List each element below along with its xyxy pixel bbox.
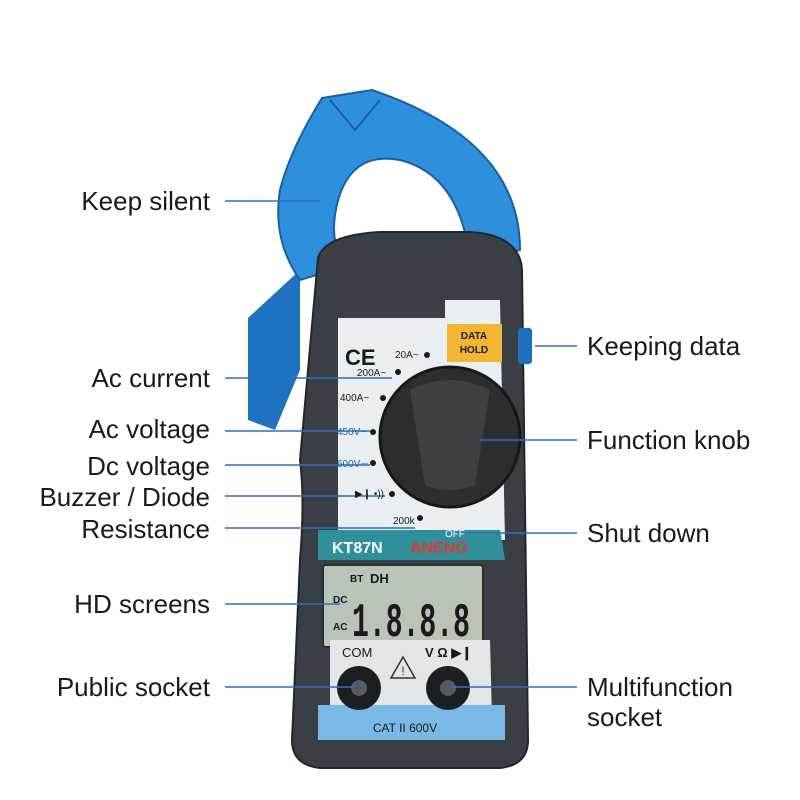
callout-multifunction-socket-1: Multifunction <box>587 672 733 702</box>
com-label: COM <box>342 645 372 660</box>
callout-public-socket: Public socket <box>56 672 210 702</box>
range-400a: 400A~ <box>340 393 369 404</box>
warning-icon <box>389 655 417 679</box>
brand-name: ANENG <box>410 540 468 557</box>
svg-text:!: ! <box>401 664 404 678</box>
lcd-ac: AC <box>333 622 347 633</box>
ce-mark: CE <box>345 345 376 370</box>
data-hold-label-2: HOLD <box>460 345 488 356</box>
range-450v: 450V~ <box>337 427 366 438</box>
range-200k: 200k <box>393 516 416 527</box>
range-dots <box>370 352 430 521</box>
range-200a: 200A~ <box>357 368 386 379</box>
lcd-digits: 1.8.8.8 <box>352 597 470 651</box>
lcd-dh: DH <box>370 571 389 586</box>
range-20a: 20A~ <box>395 350 419 361</box>
off-label: OFF <box>445 529 465 540</box>
callout-multifunction-socket-2: socket <box>587 702 663 732</box>
v-ohm-label: V Ω ▶❙ <box>425 645 472 661</box>
lower-blue-band <box>318 705 505 740</box>
model-name: KT87N <box>332 540 383 557</box>
data-hold-label-1: DATA <box>461 331 487 342</box>
range-diode: ▶❙ •)) <box>355 489 384 500</box>
callout-keep-silent: Keep silent <box>81 186 210 216</box>
clamp-jaw <box>277 88 522 282</box>
jaw-back <box>248 270 300 430</box>
callout-ac-current: Ac current <box>91 363 211 393</box>
side-hold-button[interactable] <box>518 328 532 364</box>
callout-lines <box>225 200 577 688</box>
model-band <box>318 530 505 560</box>
data-hold-button[interactable] <box>447 324 502 362</box>
lcd-bt: BT <box>350 574 363 585</box>
callout-dc-voltage: Dc voltage <box>87 451 210 481</box>
callout-hd-screens: HD screens <box>74 589 210 619</box>
lcd-dc: DC <box>333 595 347 606</box>
callout-buzzer-diode: Buzzer / Diode <box>39 482 210 512</box>
range-600v: 600V⎓ <box>337 459 368 470</box>
callout-ac-voltage: Ac voltage <box>88 414 210 444</box>
cat-rating: CAT II 600V <box>373 721 437 735</box>
callout-keeping-data: Keeping data <box>587 331 741 361</box>
callout-resistance: Resistance <box>81 514 210 544</box>
callout-shut-down: Shut down <box>587 518 710 548</box>
callout-function-knob: Function knob <box>587 425 751 455</box>
